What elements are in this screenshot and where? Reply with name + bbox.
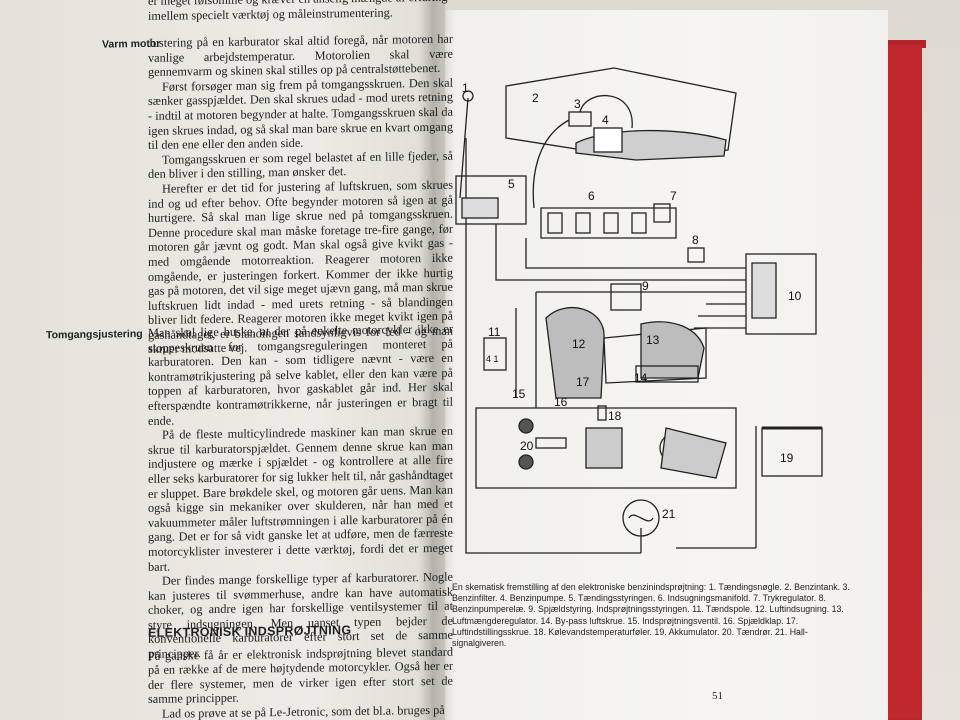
- diagram-label: 19: [780, 451, 794, 465]
- hall-sensor: [622, 499, 660, 537]
- paragraph: Justering på en karburator skal altid fo…: [148, 31, 453, 80]
- page-number: 51: [712, 690, 723, 702]
- fuel-injector: [518, 418, 534, 434]
- engine-block: [475, 407, 737, 489]
- fuel-line: [579, 95, 633, 129]
- diagram-label: 4: [602, 113, 609, 127]
- crank-case: [660, 427, 727, 479]
- diagram-label: 16: [554, 395, 568, 409]
- paragraph: Tomgangsskruen er som regel belastet af …: [148, 148, 453, 182]
- air-intake: [545, 307, 605, 399]
- diagram-label: 1: [462, 81, 469, 95]
- figure-caption: En skematisk fremstilling af den elektro…: [452, 582, 850, 649]
- pressure-regulator: [653, 203, 671, 223]
- cylinder: [585, 427, 623, 469]
- paragraph: Man skal lige huske, at der på enkelte m…: [148, 321, 453, 428]
- diagram-label: 14: [634, 371, 648, 385]
- diagram-label: 13: [646, 333, 660, 347]
- hall-sensor-symbol: [628, 514, 654, 522]
- paragraph: På ganske få år er elektronisk indsprøjt…: [148, 644, 453, 707]
- fuel-tank: [505, 67, 737, 159]
- fuel-injector: [518, 454, 534, 470]
- paragraph: På de fleste multicylindrede maskiner ka…: [148, 423, 453, 574]
- diagram-label: 15: [512, 387, 526, 401]
- diagram-label: 9: [642, 279, 649, 293]
- manifold-runner: [547, 212, 563, 234]
- air-flow-meter: [640, 321, 705, 379]
- ignition-control-unit: [455, 175, 527, 225]
- manifold-runner: [603, 212, 619, 234]
- ignition-module: [461, 197, 499, 219]
- diagram-label: 3: [574, 97, 581, 111]
- control-unit-board: [751, 262, 777, 319]
- diagram-label: 2: [532, 91, 539, 105]
- diagram-label: 10: [788, 289, 802, 303]
- left-page-text: er meget følsomme og kræver en anselig m…: [0, 0, 453, 720]
- top-lines: er meget følsomme og kræver en anselig m…: [148, 0, 453, 23]
- margin-label-idle-adjustment: Tomgangsjustering: [46, 328, 143, 342]
- diagram-label: 5: [508, 177, 515, 191]
- fuel-injection-diagram: 1 2 3 4 5 6 7 8 9 10 11 12 13 14 15 16 1…: [455, 67, 823, 554]
- wire: [495, 224, 746, 281]
- diagram-label: 18: [608, 409, 622, 423]
- book-gutter: [418, 0, 448, 720]
- left-page: [0, 0, 445, 720]
- section-electronic: ELEKTRONISK INDSPRØJTNING På ganske få å…: [148, 616, 453, 720]
- fuel-pump-relay: [687, 247, 705, 263]
- throttle-control: [610, 283, 642, 311]
- bypass-air-screw: [635, 365, 699, 383]
- fuel-line: [532, 119, 570, 209]
- intake-manifold: [540, 207, 677, 239]
- manifold-runner: [631, 212, 647, 234]
- diagram-label: 6: [588, 189, 595, 203]
- relay-text: 4 1: [486, 354, 499, 364]
- spark-plug: [535, 437, 567, 449]
- fuel-filter: [568, 111, 592, 127]
- ignition-coil: [483, 337, 507, 371]
- diagram-label: 12: [572, 337, 586, 351]
- ignition-key-head: [462, 90, 474, 102]
- ignition-key: [459, 97, 469, 199]
- injection-control-unit: [745, 253, 817, 335]
- wire: [525, 238, 746, 269]
- diagram-label: 7: [670, 189, 677, 203]
- diagram-label: 17: [576, 375, 590, 389]
- diagram-label: 11: [488, 325, 501, 339]
- coolant-temperature-sensor: [597, 405, 607, 421]
- diagram-label: 21: [662, 507, 676, 521]
- manifold-runner: [575, 212, 591, 234]
- heading-electronic-injection: ELEKTRONISK INDSPRØJTNING: [148, 623, 352, 640]
- section-warm-motor: Justering på en karburator skal altid fo…: [148, 32, 453, 357]
- wire: [465, 138, 641, 554]
- diagram-label: 20: [520, 439, 534, 453]
- diagram-label: 8: [692, 233, 699, 247]
- paragraph: Først forsøger man sig frem på tomgangss…: [148, 75, 453, 153]
- section-idle-adjustment: Man skal lige huske, at der på enkelte m…: [148, 322, 453, 662]
- fuel-pump: [593, 127, 623, 153]
